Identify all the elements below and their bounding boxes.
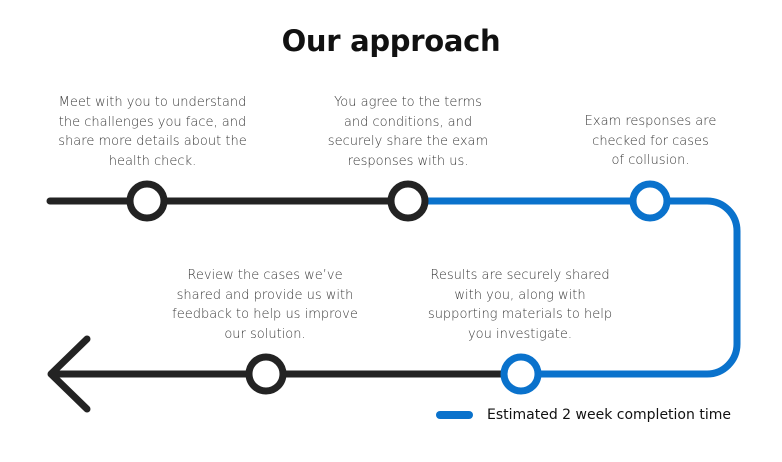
page-title: Our approach: [281, 24, 501, 58]
step-3-node: [629, 180, 671, 222]
step-4-description: Results are securely shared with you, al…: [427, 268, 613, 342]
step-5-node: [245, 353, 287, 395]
step-5-description: Review the cases we’ve shared and provid…: [172, 268, 358, 342]
step-3-description: Exam responses are checked for cases of …: [584, 114, 717, 168]
step-1-description: Meet with you to understand the challeng…: [58, 95, 247, 169]
flow-line-blue: [404, 197, 741, 378]
legend-label: Estimated 2 week completion time: [487, 407, 731, 423]
arrowhead-icon: [47, 335, 91, 413]
step-2-description: You agree to the terms and conditions, a…: [327, 95, 489, 169]
step-1-node: [126, 180, 168, 222]
legend-blue-swatch: [436, 411, 473, 419]
legend: Estimated 2 week completion time: [436, 404, 731, 426]
step-4-node: [500, 353, 542, 395]
step-2-node: [387, 180, 429, 222]
